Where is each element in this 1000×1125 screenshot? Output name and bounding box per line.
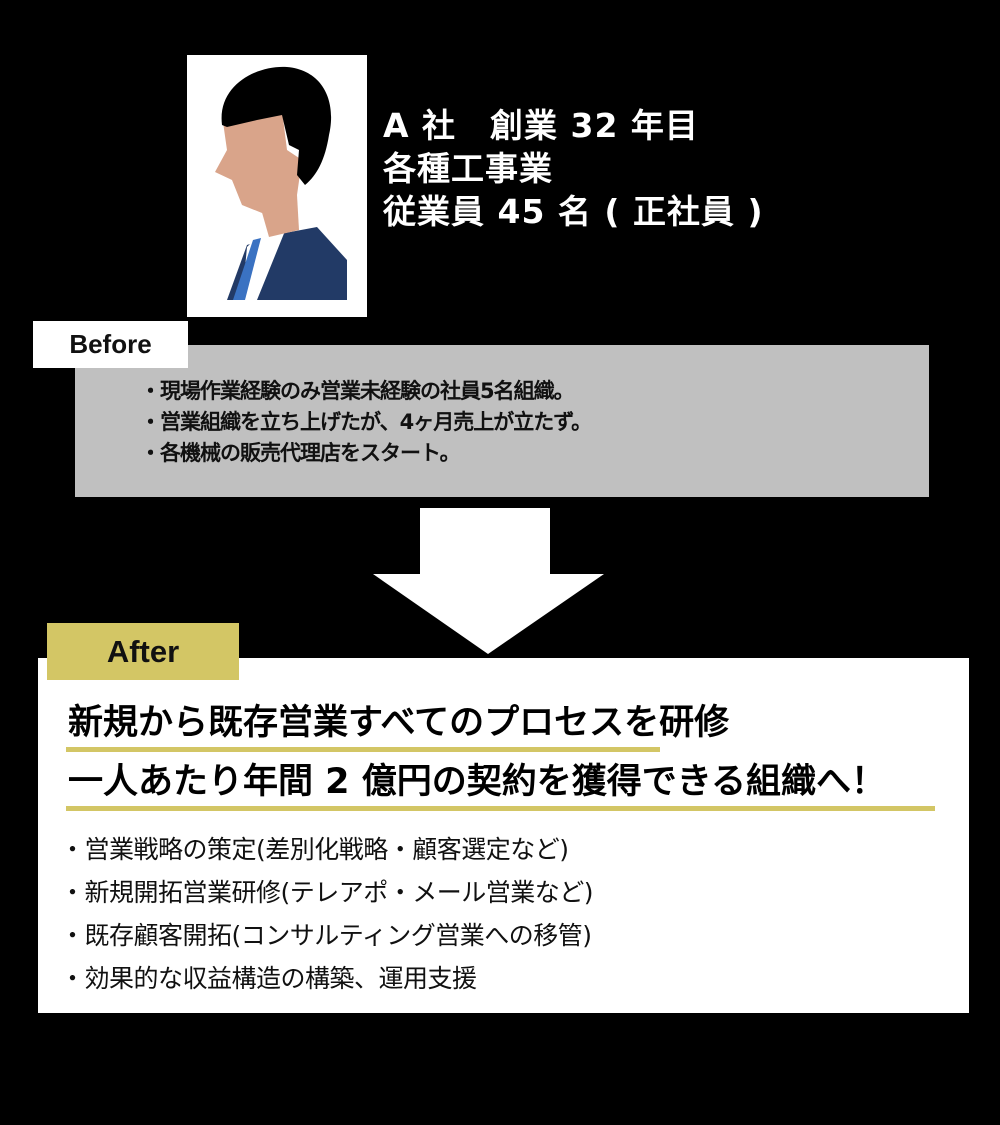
businessman-profile-icon [215, 66, 347, 300]
before-panel [75, 345, 929, 497]
list-item: ・営業組織を立ち上げたが、4ヶ月売上が立たず。 [140, 410, 592, 434]
company-industry: 各種工事業 [383, 149, 553, 188]
after-list: ・営業戦略の策定(差別化戦略・顧客選定など) ・新規開拓営業研修(テレアポ・メー… [60, 828, 594, 1000]
after-label: After [47, 623, 239, 680]
list-item: ・各機械の販売代理店をスタート。 [140, 441, 461, 465]
list-item: ・現場作業経験のみ営業未経験の社員5名組織。 [140, 379, 575, 403]
company-info: A 社 創業 32 年目 各種工事業 従業員 45 名 ( 正社員 ) [383, 104, 764, 233]
company-employees: 従業員 45 名 ( 正社員 ) [383, 192, 764, 231]
list-item: ・営業戦略の策定(差別化戦略・顧客選定など) [60, 835, 569, 864]
list-item: ・新規開拓営業研修(テレアポ・メール営業など) [60, 878, 594, 907]
after-headline-2: 一人あたり年間 2 億円の契約を獲得できる組織へ！ [68, 762, 887, 802]
down-arrow-icon [373, 508, 604, 654]
avatar [187, 55, 367, 317]
before-label: Before [33, 321, 188, 368]
after-panel [38, 658, 969, 1013]
headline-underline [66, 806, 935, 811]
list-item: ・効果的な収益構造の構築、運用支援 [60, 964, 477, 993]
company-founding: A 社 創業 32 年目 [383, 106, 699, 145]
list-item: ・既存顧客開拓(コンサルティング営業への移管) [60, 921, 592, 950]
before-list: ・現場作業経験のみ営業未経験の社員5名組織。 ・営業組織を立ち上げたが、4ヶ月売… [140, 376, 592, 469]
after-headline-1: 新規から既存営業すべてのプロセスを研修 [68, 703, 730, 743]
headline-underline [66, 747, 660, 752]
